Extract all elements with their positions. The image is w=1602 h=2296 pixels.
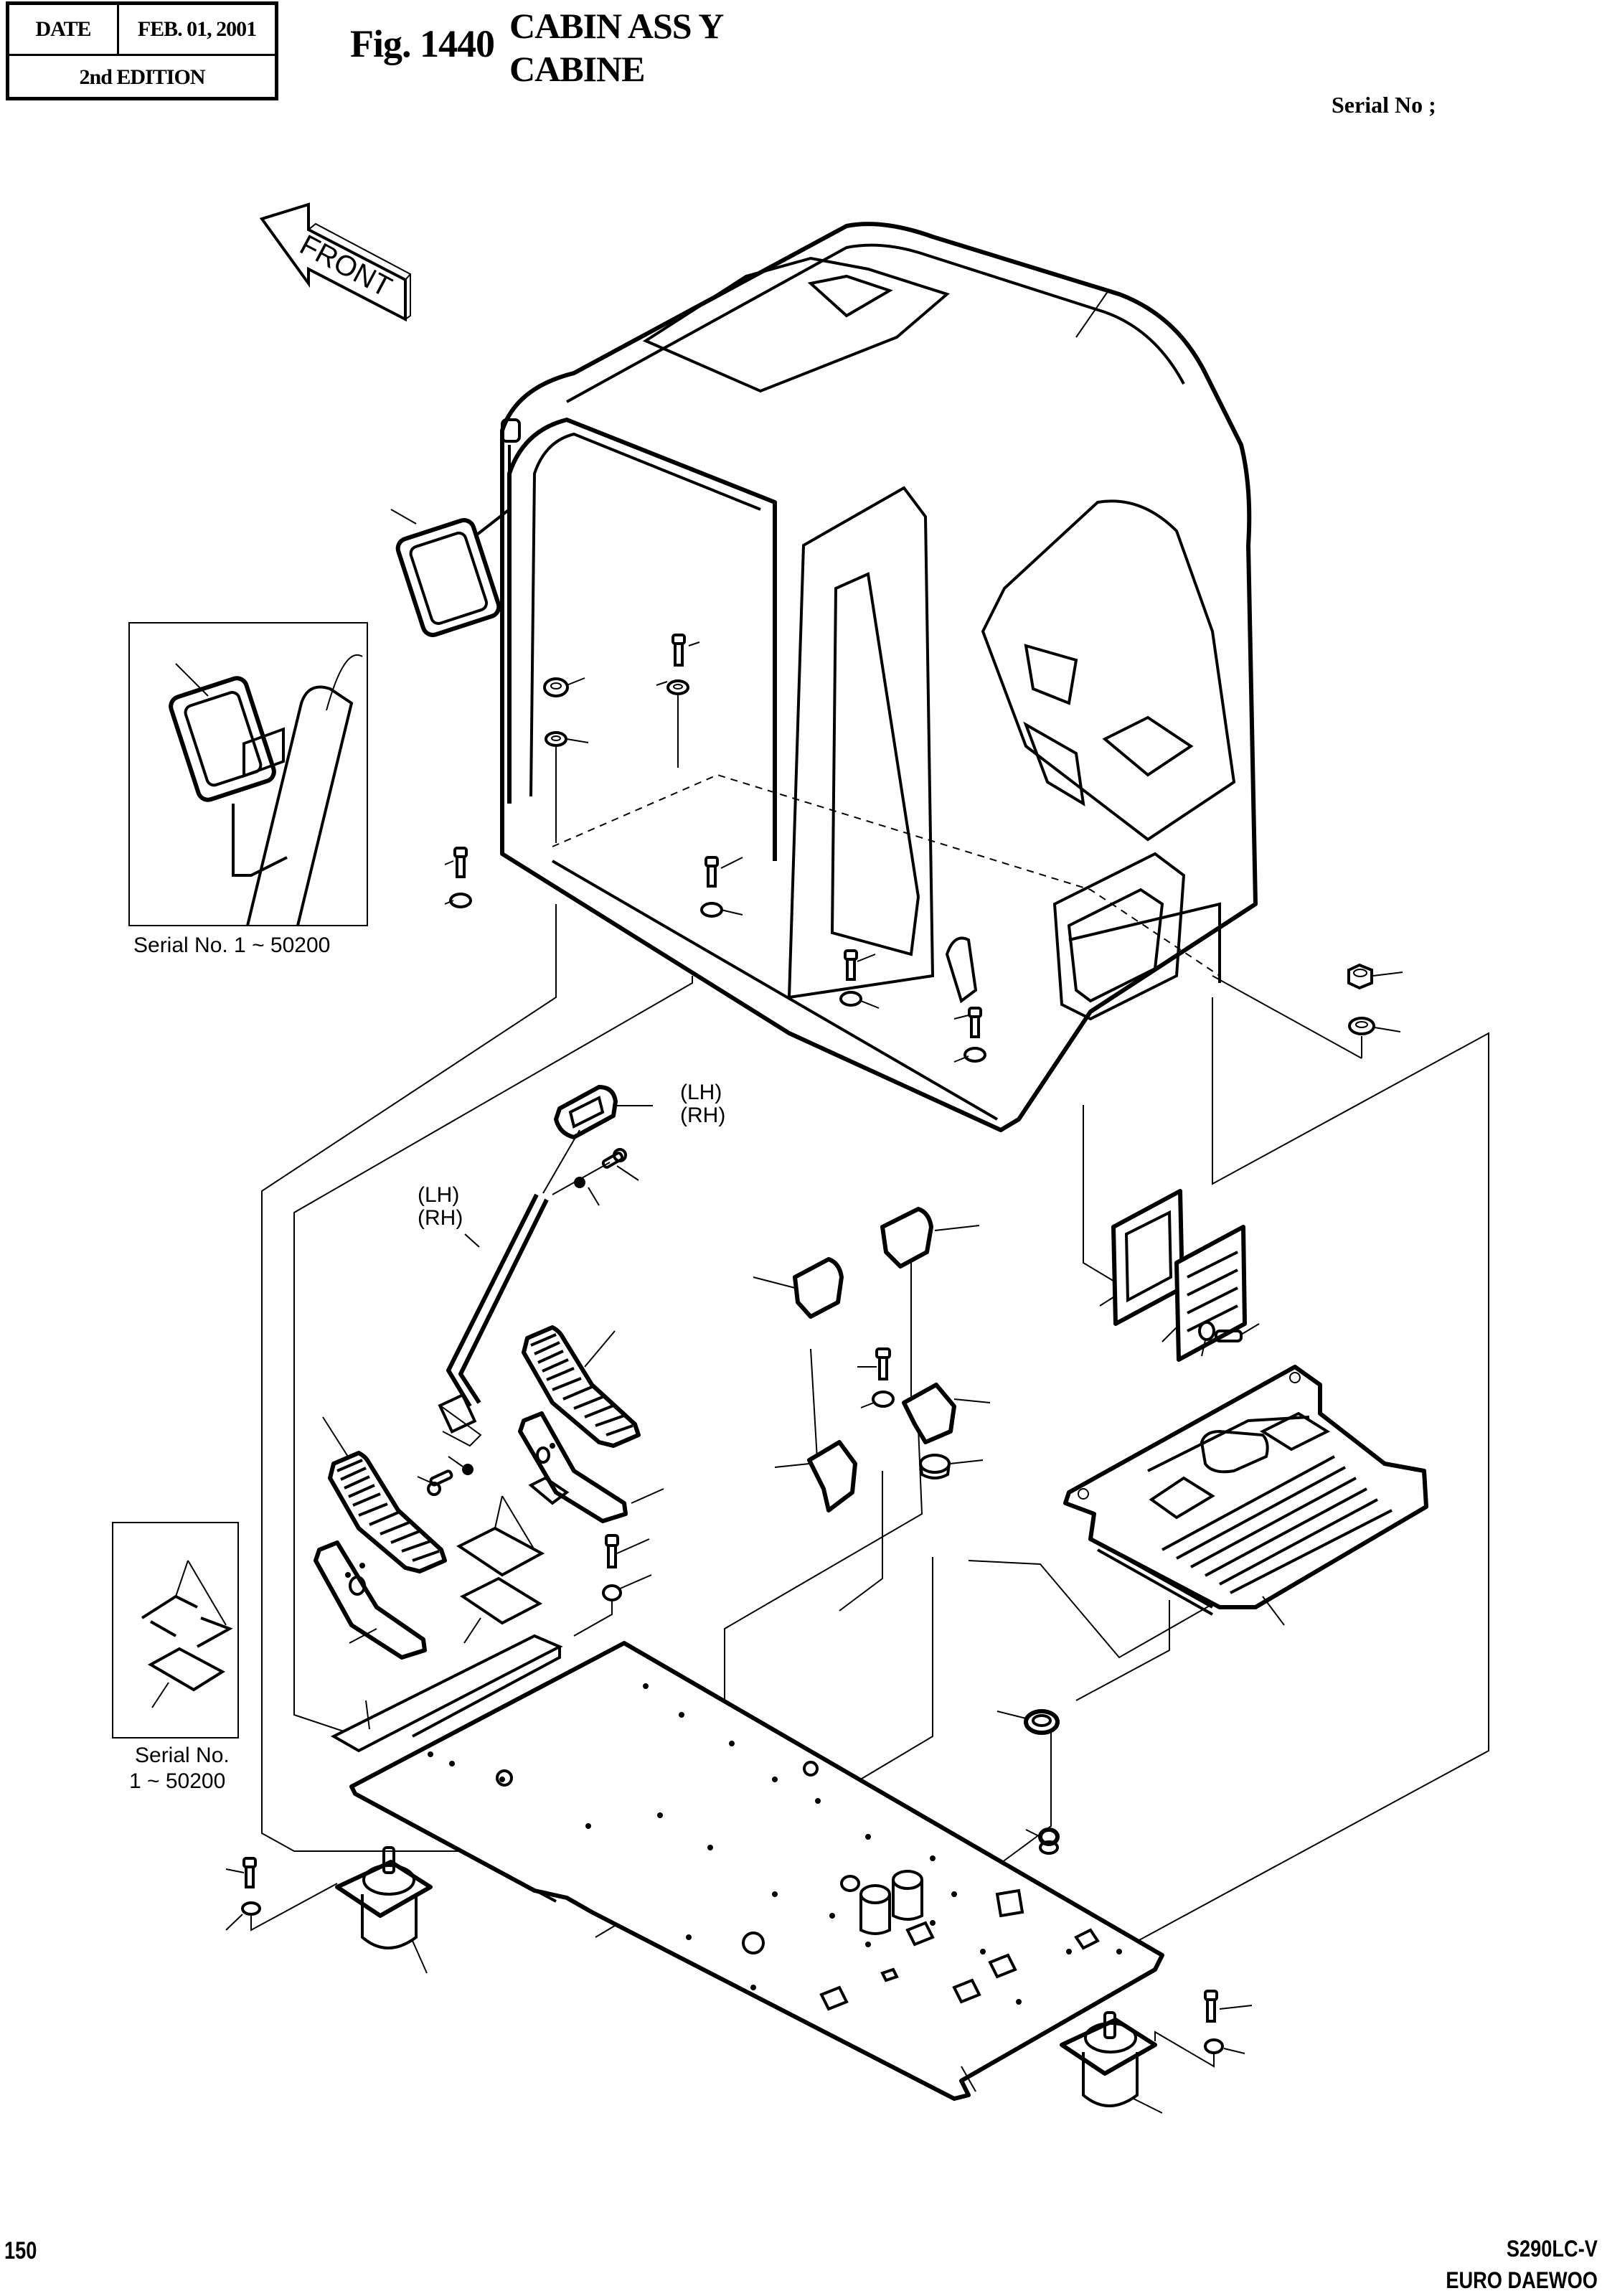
washer-icon [839, 991, 862, 1007]
washer-icon [1198, 1321, 1215, 1341]
lever-knob-side-rh: (RH) [680, 1104, 725, 1127]
pedal-mount-hardware [417, 1406, 652, 1637]
lever-rod-side-rh: (RH) [418, 1206, 463, 1230]
grommet [996, 1709, 1060, 1735]
pedal-bracket-left [314, 1540, 427, 1660]
floor-cover-panel [1063, 1365, 1428, 1701]
washer-icon [700, 902, 723, 918]
washer-icon [449, 893, 472, 908]
floor-plate [349, 1641, 1164, 2101]
washer-icon [602, 1584, 622, 1601]
inset-gasket-caption-line1: Serial No. [135, 1744, 230, 1767]
figure-title: CABIN ASS Y CABINE [509, 4, 724, 90]
nut-icon [462, 1464, 473, 1475]
floor-mat [330, 1634, 563, 1753]
bolt-icon [844, 949, 858, 981]
manufacturer-name: EURO DAEWOO [1446, 2267, 1598, 2293]
washer-icon [1204, 2038, 1224, 2054]
washer-icon [872, 1391, 895, 1408]
bolt-icon [672, 634, 686, 667]
inset-mirror-caption: Serial No. 1 ~ 50200 [133, 933, 330, 957]
bolt-icon [1204, 1990, 1218, 2023]
rubber-mount-left [335, 1846, 433, 1974]
travel-pedal-right [522, 1325, 641, 1448]
lever-knob [554, 1085, 653, 1139]
bolt-icon [705, 856, 719, 888]
edition-label: 2nd EDITION [79, 65, 206, 89]
nut-icon [1347, 963, 1373, 990]
washer-icon [545, 731, 567, 747]
center-hardware [857, 1347, 984, 1479]
pedal-bracket-right [518, 1411, 664, 1523]
page-number: 150 [4, 2237, 37, 2264]
serial-number-label: Serial No ; [1332, 92, 1436, 118]
figure-title-french: CABINE [509, 49, 645, 89]
rubber-mount-right [1060, 2011, 1163, 2114]
washer-icon [963, 1047, 986, 1063]
washer-icon [241, 1901, 261, 1916]
inset-gasket-caption-line2: 1 ~ 50200 [129, 1769, 225, 1793]
screw-icon [601, 1148, 627, 1169]
bolt-icon [242, 1857, 257, 1888]
bolt-icon [605, 1534, 619, 1568]
plug [1025, 1827, 1060, 1855]
inset-mirror-detail [128, 622, 368, 926]
vent-louver [1099, 1189, 1260, 1362]
switch-brackets [774, 1383, 991, 1512]
bolt-icon [875, 1347, 891, 1380]
inset-gasket-detail [112, 1522, 239, 1739]
lever-knob-side-lh: (LH) [680, 1081, 722, 1104]
switch-covers [456, 1495, 545, 1644]
washer-icon [666, 679, 689, 695]
model-name: S290LC-V [1507, 2236, 1598, 2262]
date-edition-box: DATE FEB. 01, 2001 2nd EDITION [6, 1, 278, 100]
washer-icon [1348, 1017, 1375, 1035]
bolt-icon [427, 1469, 453, 1496]
model-designation: S290LC-V EURO DAEWOO [1446, 2233, 1598, 2296]
date-row: DATE FEB. 01, 2001 [9, 5, 275, 56]
nut-icon [574, 1177, 585, 1188]
bolt-icon [453, 847, 468, 878]
date-value: FEB. 01, 2001 [137, 17, 257, 41]
bolt-icon [1215, 1330, 1243, 1342]
bolt-icon [968, 1007, 982, 1038]
front-arrow-icon: FRONT [259, 202, 412, 322]
switch-knobs [753, 1207, 980, 1319]
figure-number: Fig. 1440 [350, 22, 495, 65]
cabin-shell [500, 222, 1258, 1132]
side-mirror [390, 418, 521, 637]
cabin-mount-hardware [444, 634, 1403, 1063]
nut-icon [543, 677, 569, 697]
cap-icon [919, 1454, 951, 1479]
figure-title-english: CABIN ASS Y [509, 6, 724, 46]
mount-hardware [225, 1857, 1253, 2068]
travel-pedal-left [322, 1416, 447, 1573]
date-label: DATE [9, 5, 119, 54]
lever-rod [438, 1129, 639, 1434]
lever-rod-side-lh: (LH) [418, 1183, 459, 1207]
